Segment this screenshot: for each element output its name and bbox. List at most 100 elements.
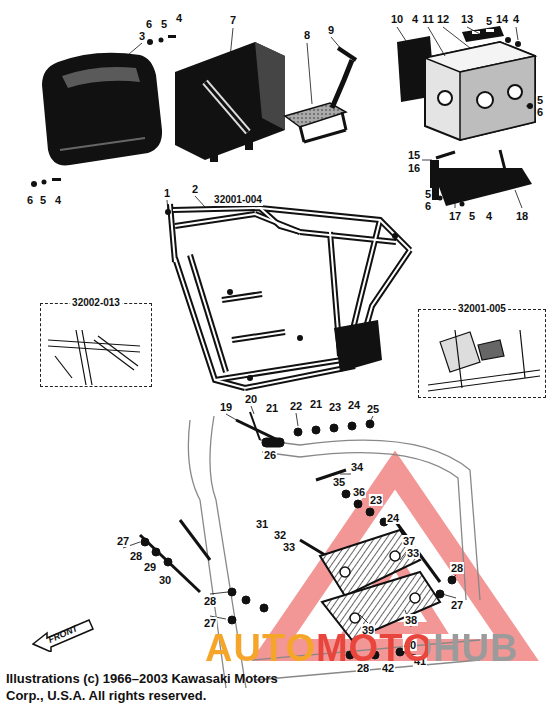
callout-number: 37 — [402, 535, 416, 547]
callout-number: 21 — [265, 402, 279, 414]
drawn-stroke — [422, 106, 533, 208]
drawn-fastener — [390, 551, 400, 561]
drawn-stroke — [250, 412, 260, 440]
watermark: AUTOMOTOHUB — [205, 628, 519, 668]
callout-number: 4 — [485, 210, 493, 222]
drawn-fastener — [508, 85, 522, 99]
watermark-logo — [272, 470, 518, 650]
callout-number: 7 — [229, 14, 237, 26]
inset-code: 32001-005 — [456, 303, 508, 315]
drawn-stroke — [62, 67, 140, 88]
drawn-fastener — [348, 422, 356, 430]
inset-detail — [48, 330, 140, 385]
drawn-stroke — [300, 440, 480, 600]
drawn-fastener — [354, 500, 362, 508]
callout-number: 28 — [203, 595, 217, 607]
drawn-fastener — [410, 593, 420, 603]
drawn-fastener — [294, 428, 302, 436]
drawn-fastener — [297, 335, 303, 341]
callout-number: 4 — [512, 13, 520, 25]
callout-number: 38 — [404, 614, 418, 626]
drawn-fastener — [350, 613, 360, 623]
drawn-fastener — [242, 596, 250, 604]
callout-number: 10 — [390, 13, 404, 25]
callout-number: 12 — [436, 13, 450, 25]
drawing-part — [168, 35, 176, 38]
drawing-part — [262, 438, 284, 447]
drawn-fastener — [392, 233, 398, 239]
drawn-fastener — [312, 426, 320, 434]
dashed-frame — [40, 303, 152, 387]
drawn-fastener — [438, 196, 443, 201]
drawn-stroke — [272, 470, 518, 650]
screws — [31, 35, 176, 187]
drawn-stroke — [122, 28, 342, 104]
battery-box — [397, 26, 535, 207]
footrest — [285, 48, 356, 142]
bolts — [140, 412, 456, 659]
drawn-stroke — [60, 138, 145, 150]
drawn-fastener — [515, 41, 521, 47]
callout-number: 27 — [116, 535, 130, 547]
drawn-stroke — [167, 196, 205, 212]
callout-number: 36 — [352, 486, 366, 498]
callout-number: 24 — [386, 512, 400, 524]
callout-number: 23 — [328, 401, 342, 413]
side-cover — [42, 53, 162, 166]
drawn-stroke — [455, 330, 525, 388]
callout-number: 9 — [327, 24, 335, 36]
drawn-stroke — [55, 356, 72, 378]
part-code: 32001-004 — [213, 194, 263, 206]
callout-number: 19 — [219, 401, 233, 413]
callout-number: 4 — [175, 12, 183, 24]
callout-number: 22 — [289, 400, 303, 412]
drawing-part — [245, 138, 253, 150]
drawn-fastener — [147, 39, 153, 45]
drawn-fastener — [340, 567, 350, 577]
drawn-stroke — [338, 48, 356, 60]
callout-number: 5 — [160, 18, 168, 30]
callout-number: 5 — [536, 94, 544, 106]
callout-number: 28 — [129, 550, 143, 562]
tool-case — [175, 42, 285, 162]
callout-number: 1 — [163, 187, 171, 199]
drawn-stroke — [140, 535, 200, 592]
callout-number: 5 — [485, 15, 493, 27]
drawn-fastener — [228, 616, 236, 624]
drawn-fastener — [228, 588, 236, 596]
callout-number: 27 — [450, 599, 464, 611]
drawn-fastener — [366, 508, 374, 516]
drawn-stroke — [180, 520, 210, 560]
drawn-fastener — [438, 91, 452, 105]
drawing-part — [170, 204, 410, 388]
drawn-stroke — [42, 53, 162, 166]
drawn-stroke — [123, 542, 228, 619]
drawn-fastener — [141, 538, 149, 546]
callout-number: 34 — [350, 461, 364, 473]
drawn-stroke — [270, 445, 456, 598]
drawn-stroke — [440, 332, 480, 372]
leader-lines — [122, 27, 533, 655]
drawing-part — [170, 204, 410, 388]
drawn-stroke — [460, 56, 535, 140]
callout-number: 5 — [468, 210, 476, 222]
drawn-stroke — [397, 27, 518, 56]
copyright-caption: Illustrations (c) 1966–2003 Kawasaki Mot… — [6, 670, 296, 704]
drawn-stroke — [425, 42, 535, 140]
drawn-fastener — [247, 375, 253, 381]
drawn-fastener — [152, 548, 160, 556]
drawn-fastener — [260, 604, 268, 612]
callout-number: 33 — [406, 547, 420, 559]
drawn-stroke — [332, 60, 352, 108]
drawn-stroke — [462, 26, 504, 42]
inset-code: 32002-013 — [70, 297, 122, 309]
drawn-fastener — [330, 424, 338, 432]
callout-number: 15 — [407, 149, 421, 161]
drawn-stroke — [300, 453, 466, 600]
drawn-stroke — [205, 82, 248, 132]
drawn-fastener — [505, 37, 511, 43]
frame-lugs — [165, 209, 398, 381]
callout-number: 11 — [421, 13, 435, 25]
